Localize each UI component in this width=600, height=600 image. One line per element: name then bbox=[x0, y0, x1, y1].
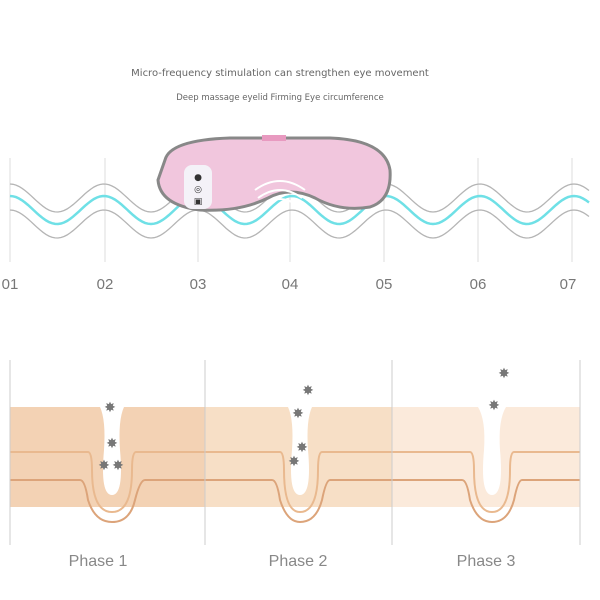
phase-label: Phase 1 bbox=[68, 553, 128, 570]
phase-label: Phase 3 bbox=[456, 553, 516, 570]
svg-text:✸: ✸ bbox=[302, 383, 314, 399]
caption-primary: Micro-frequency stimulation can strength… bbox=[131, 68, 429, 79]
step-label: 05 bbox=[375, 276, 393, 293]
step-label: 06 bbox=[469, 276, 487, 293]
wave-bottom bbox=[9, 209, 590, 239]
step-label: 03 bbox=[189, 276, 207, 293]
eye-mask: ● ◎ ▣ bbox=[156, 135, 392, 212]
svg-text:✸: ✸ bbox=[292, 406, 304, 422]
svg-text:✸: ✸ bbox=[104, 400, 116, 416]
skin-panels: ✸✸✸✸ ✸✸✸✸ ✸✸ bbox=[9, 360, 581, 545]
svg-text:✸: ✸ bbox=[498, 366, 510, 382]
svg-text:✸: ✸ bbox=[488, 398, 500, 414]
svg-text:✸: ✸ bbox=[296, 440, 308, 456]
svg-text:✸: ✸ bbox=[98, 458, 110, 474]
step-label: 02 bbox=[96, 276, 114, 293]
phase-label: Phase 2 bbox=[268, 553, 328, 570]
svg-text:▣: ▣ bbox=[194, 197, 203, 207]
svg-text:●: ● bbox=[194, 173, 202, 183]
step-label: 01 bbox=[1, 276, 19, 293]
svg-text:◎: ◎ bbox=[194, 185, 202, 195]
svg-text:✸: ✸ bbox=[288, 454, 300, 470]
wave-accent bbox=[9, 194, 590, 226]
step-label: 07 bbox=[559, 276, 577, 293]
svg-text:✸: ✸ bbox=[112, 458, 124, 474]
caption-secondary: Deep massage eyelid Firming Eye circumfe… bbox=[176, 93, 384, 103]
step-label: 04 bbox=[281, 276, 299, 293]
svg-text:✸: ✸ bbox=[106, 436, 118, 452]
